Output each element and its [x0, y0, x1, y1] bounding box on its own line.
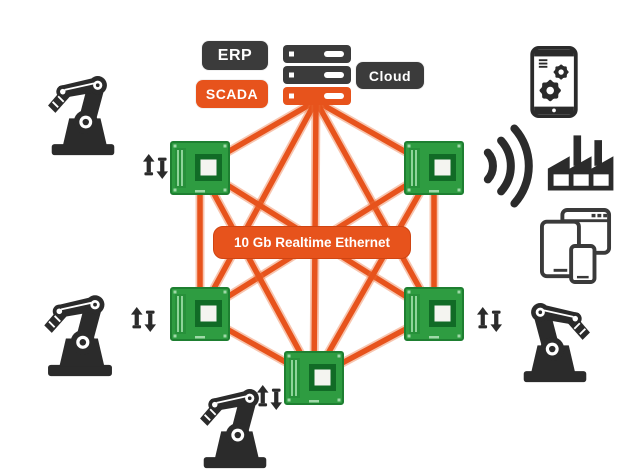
cloud-label-text: Cloud: [368, 67, 412, 84]
ethernet-board-mid-right: [404, 287, 464, 341]
server-stack-icon: [283, 45, 351, 105]
data-exchange-arrows-icon: [130, 306, 157, 333]
ethernet-board-mid-left: [170, 287, 230, 341]
network-edge-board-top-left--board-bottom: [197, 165, 317, 381]
network-label: 10 Gb Realtime Ethernet: [213, 226, 411, 259]
scada-label-text: SCADA: [205, 86, 259, 102]
network-edge-board-top-right--board-bottom: [311, 165, 437, 381]
robot-arm-icon: [505, 292, 605, 384]
robot-arm-icon: [30, 284, 130, 378]
erp-label: ERP: [202, 41, 268, 70]
wifi-signal-icon: [483, 124, 533, 208]
data-exchange-arrows-icon: [256, 384, 283, 411]
scada-label: SCADA: [196, 80, 268, 108]
factory-icon: [547, 135, 614, 191]
robot-arm-icon: [33, 65, 133, 157]
erp-label-text: ERP: [217, 46, 253, 64]
network-edge-server--board-mid-left: [197, 98, 319, 317]
cloud-label: Cloud: [356, 62, 424, 89]
ethernet-board-top-right: [404, 141, 464, 195]
ethernet-board-bottom: [284, 351, 344, 405]
smartphone-gears-icon: [530, 46, 578, 118]
data-exchange-arrows-icon: [142, 153, 169, 180]
data-exchange-arrows-icon: [476, 306, 503, 333]
ethernet-board-top-left: [170, 141, 230, 195]
mobile-devices-icon: [540, 208, 612, 284]
